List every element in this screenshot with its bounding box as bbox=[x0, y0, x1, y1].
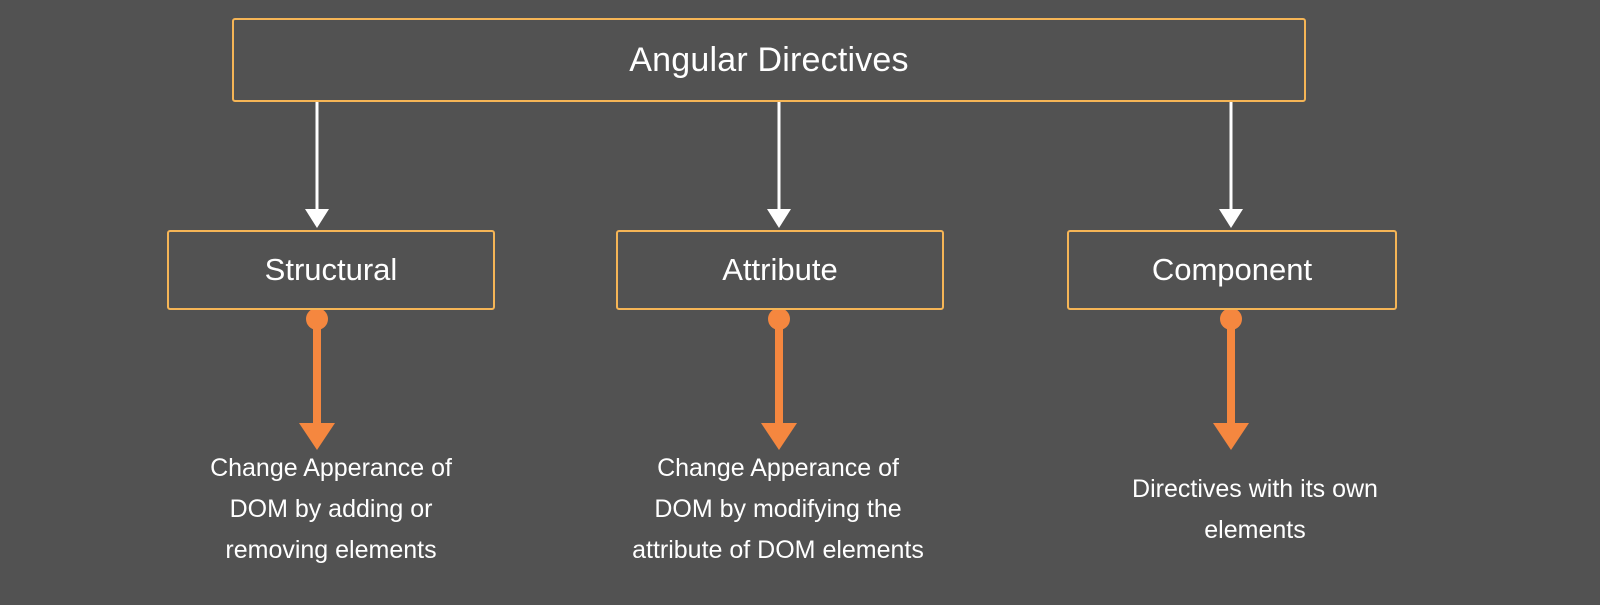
arrowhead-structural bbox=[305, 209, 329, 228]
root-node-angular-directives[interactable]: Angular Directives bbox=[232, 18, 1306, 102]
node-attribute[interactable]: Attribute bbox=[616, 230, 944, 310]
arrowhead-dest-attribute bbox=[761, 423, 797, 450]
arrowhead-attribute bbox=[767, 209, 791, 228]
node-component[interactable]: Component bbox=[1067, 230, 1397, 310]
connector-dot-component bbox=[1220, 308, 1242, 330]
connector-dot-structural bbox=[306, 308, 328, 330]
arrowhead-component bbox=[1219, 209, 1243, 228]
root-to-children-connectors bbox=[305, 102, 1243, 228]
node-structural[interactable]: Structural bbox=[167, 230, 495, 310]
description-structural: Change Apperance of DOM by adding or rem… bbox=[210, 454, 452, 564]
arrowhead-dest-component bbox=[1213, 423, 1249, 450]
connector-dot-attribute bbox=[768, 308, 790, 330]
description-attribute: Change Apperance of DOM by modifying the… bbox=[632, 454, 924, 564]
arrowhead-dest-structural bbox=[299, 423, 335, 450]
children-to-description-connectors bbox=[299, 308, 1249, 450]
description-component: Directives with its own elements bbox=[1132, 475, 1378, 544]
